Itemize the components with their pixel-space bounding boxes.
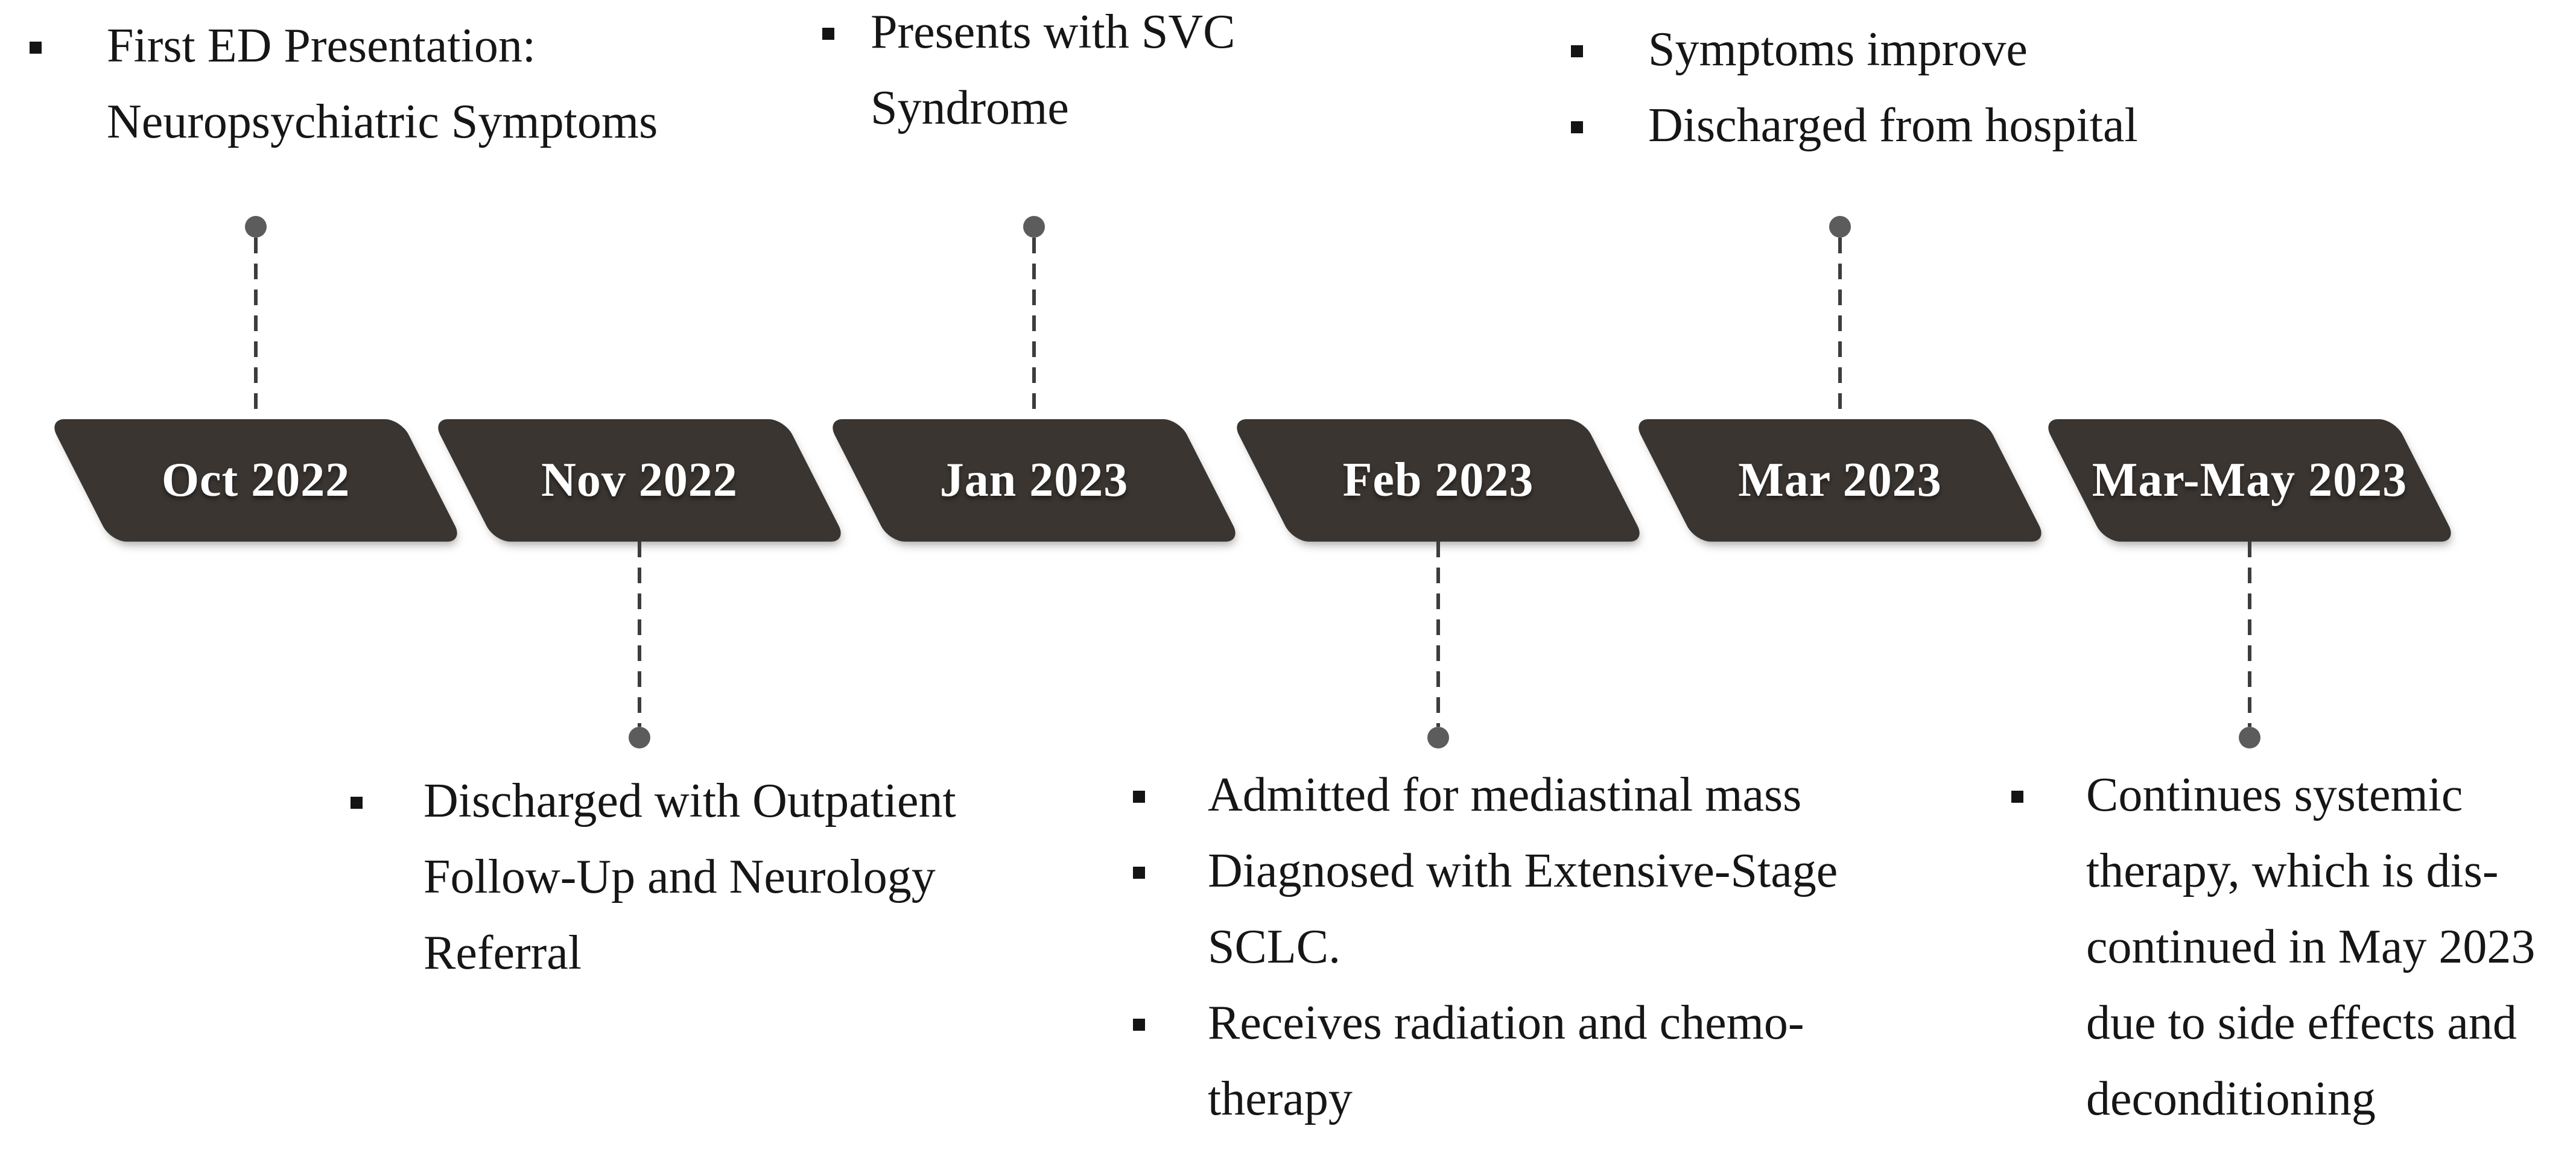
event-item: Admitted for mediastinal mass bbox=[1131, 757, 1838, 833]
event-item-continuation: continued in May 2023 bbox=[2009, 909, 2535, 985]
milestone-feb-2023: Feb 2023 bbox=[1231, 419, 1646, 748]
event-item-continuation: deconditioning bbox=[2009, 1061, 2535, 1137]
event-item: Symptoms improve bbox=[1569, 11, 2138, 87]
event-line-text: First ED Presentation: bbox=[107, 19, 536, 72]
event-block-feb-2023: Admitted for mediastinal mass Diagnosed … bbox=[1131, 757, 1838, 1137]
event-block-oct-2022: First ED Presentation: Neuropsychiatric … bbox=[27, 8, 658, 160]
date-label: Jan 2023 bbox=[939, 454, 1129, 507]
timeline-dot bbox=[629, 727, 650, 748]
event-line-text: Presents with SVC bbox=[871, 5, 1236, 59]
date-label: Feb 2023 bbox=[1342, 454, 1534, 507]
timeline-dot bbox=[1023, 216, 1045, 238]
timeline-dot bbox=[1427, 727, 1449, 748]
event-item-continuation: therapy bbox=[1131, 1061, 1838, 1137]
event-line-text: Symptoms improve bbox=[1648, 23, 2028, 76]
bullet-square-icon bbox=[2011, 791, 2023, 803]
bullet-square-icon bbox=[1133, 791, 1145, 803]
event-line-text: continued in May 2023 bbox=[2086, 920, 2536, 973]
event-item-continuation: Referral bbox=[348, 915, 956, 991]
event-line-text: therapy, which is dis- bbox=[2086, 844, 2499, 897]
event-line-text: deconditioning bbox=[2086, 1072, 2376, 1125]
event-line-text: Diagnosed with Extensive-Stage bbox=[1208, 844, 1838, 897]
event-item-continuation: therapy, which is dis- bbox=[2009, 833, 2535, 909]
dashed-connector bbox=[2248, 542, 2251, 727]
milestone-oct-2022: Oct 2022 bbox=[48, 216, 463, 542]
dashed-connector bbox=[1032, 238, 1036, 419]
dashed-connector bbox=[1436, 542, 1440, 727]
event-block-jan-2023: Presents with SVC Syndrome bbox=[820, 0, 1236, 146]
bullet-square-icon bbox=[1133, 1019, 1145, 1031]
milestone-nov-2022: Nov 2022 bbox=[432, 419, 847, 748]
bullet-square-icon bbox=[1571, 121, 1583, 133]
event-block-nov-2022: Discharged with Outpatient Follow-Up and… bbox=[348, 763, 956, 991]
event-item: Discharged from hospital bbox=[1569, 87, 2138, 163]
event-line-text: Neuropsychiatric Symptoms bbox=[107, 95, 658, 148]
event-line-text: Follow-Up and Neurology bbox=[424, 850, 936, 903]
event-line-text: Syndrome bbox=[871, 81, 1069, 134]
event-item-continuation: Neuropsychiatric Symptoms bbox=[27, 84, 658, 160]
milestone-mar-2023: Mar 2023 bbox=[1632, 216, 2048, 542]
milestone-jan-2023: Jan 2023 bbox=[826, 216, 1242, 542]
event-item-continuation: Syndrome bbox=[820, 70, 1236, 146]
event-item-continuation: due to side effects and bbox=[2009, 985, 2535, 1061]
date-label: Nov 2022 bbox=[541, 454, 738, 507]
timeline-dot bbox=[245, 216, 267, 238]
event-line-text: Discharged with Outpatient bbox=[424, 774, 956, 827]
event-item: Discharged with Outpatient bbox=[348, 763, 956, 839]
dashed-connector bbox=[1838, 238, 1842, 419]
bullet-square-icon bbox=[1571, 45, 1583, 57]
dashed-connector bbox=[638, 542, 641, 727]
dashed-connector bbox=[254, 238, 258, 419]
date-label: Oct 2022 bbox=[161, 454, 351, 507]
event-block-mar-2023: Symptoms improve Discharged from hospita… bbox=[1569, 11, 2138, 163]
event-item: Receives radiation and chemo- bbox=[1131, 985, 1838, 1061]
event-line-text: Referral bbox=[424, 926, 582, 979]
event-line-text: therapy bbox=[1208, 1072, 1353, 1125]
event-item: Diagnosed with Extensive-Stage bbox=[1131, 833, 1838, 909]
event-line-text: Admitted for mediastinal mass bbox=[1208, 768, 1802, 821]
event-line-text: Discharged from hospital bbox=[1648, 99, 2138, 152]
date-label: Mar-May 2023 bbox=[2092, 454, 2408, 507]
milestone-mar-may-2023: Mar-May 2023 bbox=[2042, 419, 2457, 748]
timeline-dot bbox=[2239, 727, 2260, 748]
event-item: Presents with SVC bbox=[820, 0, 1236, 70]
bullet-square-icon bbox=[351, 797, 363, 809]
timeline-dot bbox=[1829, 216, 1851, 238]
event-line-text: Receives radiation and chemo- bbox=[1208, 996, 1804, 1049]
bullet-square-icon bbox=[822, 28, 834, 40]
bullet-square-icon bbox=[30, 42, 42, 54]
event-item: First ED Presentation: bbox=[27, 8, 658, 84]
date-label: Mar 2023 bbox=[1738, 454, 1942, 507]
event-line-text: Continues systemic bbox=[2086, 768, 2463, 821]
event-line-text: SCLC. bbox=[1208, 920, 1341, 973]
event-item-continuation: SCLC. bbox=[1131, 909, 1838, 985]
event-item: Continues systemic bbox=[2009, 757, 2535, 833]
event-item-continuation: Follow-Up and Neurology bbox=[348, 839, 956, 915]
bullet-square-icon bbox=[1133, 867, 1145, 879]
event-block-mar-may-2023: Continues systemic therapy, which is dis… bbox=[2009, 757, 2535, 1137]
event-line-text: due to side effects and bbox=[2086, 996, 2517, 1049]
